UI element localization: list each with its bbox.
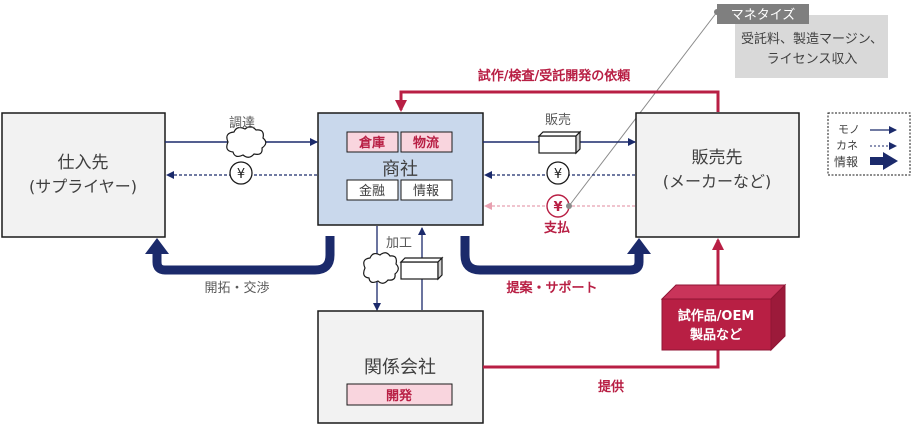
supply-flow: 提供 (483, 238, 724, 395)
legend-label-money: カネ (836, 139, 858, 152)
trading-company-node: 倉庫 物流 商社 金融 情報 (317, 112, 484, 226)
monetize-line1: 受託料、製造マージン、 (741, 31, 883, 47)
product-box-line2: 製品など (689, 327, 742, 343)
monetized-payment-flow: ¥ 支払 (484, 194, 635, 236)
procurement-label: 調達 (229, 116, 255, 131)
function-warehouse (346, 131, 399, 153)
payment-to-supplier-flow: ¥ (166, 161, 317, 185)
function-development-label: 開発 (386, 388, 413, 404)
product-box-icon (399, 256, 444, 281)
info-arrowhead-right (627, 238, 651, 254)
customer-box (635, 112, 800, 238)
customer-node: 販売先 (メーカーなど) (635, 112, 800, 238)
supply-arrow (483, 238, 724, 369)
function-development (346, 383, 453, 406)
business-development-label: 開拓・交渉 (204, 280, 269, 296)
function-information-label: 情報 (413, 184, 439, 199)
payment-to-trading-flow: ¥ (484, 161, 635, 185)
trading-company-name: 商社 (382, 159, 418, 180)
processing-label: 加工 (386, 236, 412, 251)
yen-symbol: ¥ (554, 167, 562, 182)
supplier-name: 仕入先 (58, 153, 109, 173)
supply-label: 提供 (598, 379, 624, 395)
supplier-node: 仕入先 (サプライヤー) (1, 112, 166, 238)
affiliate-node: 関係会社 開発 (317, 310, 484, 424)
monetize-box (735, 15, 888, 78)
sales-label: 販売 (545, 112, 571, 128)
monetize-tag (717, 4, 809, 24)
cloud-icon (226, 126, 267, 158)
function-logistics (400, 131, 453, 153)
cloud-icon (363, 252, 399, 284)
legend: モノ カネ 情報 (827, 112, 911, 176)
supplier-subtitle: (サプライヤー) (29, 177, 137, 196)
legend-label-info: 情報 (834, 155, 858, 169)
procurement-flow: 調達 (165, 116, 318, 158)
development-request-label: 試作/検査/受託開発の依頼 (478, 68, 631, 84)
function-information (400, 179, 453, 201)
info-arrowhead-left (145, 238, 169, 254)
function-finance (346, 179, 399, 201)
info-arrow-right (460, 236, 644, 275)
legend-label-goods: モノ (838, 123, 860, 136)
monetize-tag-text: マネタイズ (731, 7, 796, 23)
supplier-box (1, 112, 166, 238)
info-arrow-left (152, 236, 335, 275)
monetize-line2: ライセンス収入 (767, 52, 858, 67)
monetize-leader-line (568, 11, 718, 207)
product-box-line1: 試作品/OEM (678, 308, 755, 324)
affiliate-name: 関係会社 (364, 357, 436, 378)
sales-flow: 販売 (483, 112, 636, 155)
prototype-product-box: 試作品/OEM 製品など (660, 283, 787, 352)
proposal-support-label: 提案・サポート (506, 280, 597, 296)
product-box-icon (537, 130, 582, 155)
function-finance-label: 金融 (359, 183, 385, 199)
customer-name: 販売先 (692, 148, 743, 168)
yen-symbol: ¥ (237, 167, 245, 182)
customer-subtitle: (メーカーなど) (663, 172, 772, 191)
development-request-arrow (395, 90, 720, 112)
leader-start-dot (566, 203, 572, 209)
yen-symbol-pink: ¥ (553, 200, 562, 215)
processing-flow: 加工 (363, 226, 444, 311)
yen-icon (546, 161, 570, 185)
function-logistics-label: 物流 (413, 135, 439, 151)
function-warehouse-label: 倉庫 (358, 135, 385, 151)
development-request-flow: 試作/検査/受託開発の依頼 (395, 68, 720, 112)
payment-label: 支払 (543, 220, 570, 236)
proposal-support-flow: 提案・サポート (460, 236, 651, 296)
yen-icon (229, 161, 253, 185)
business-development-flow: 開拓・交渉 (145, 236, 335, 296)
monetize-note: マネタイズ 受託料、製造マージン、 ライセンス収入 (568, 4, 888, 207)
legend-info-arrow (870, 152, 898, 170)
